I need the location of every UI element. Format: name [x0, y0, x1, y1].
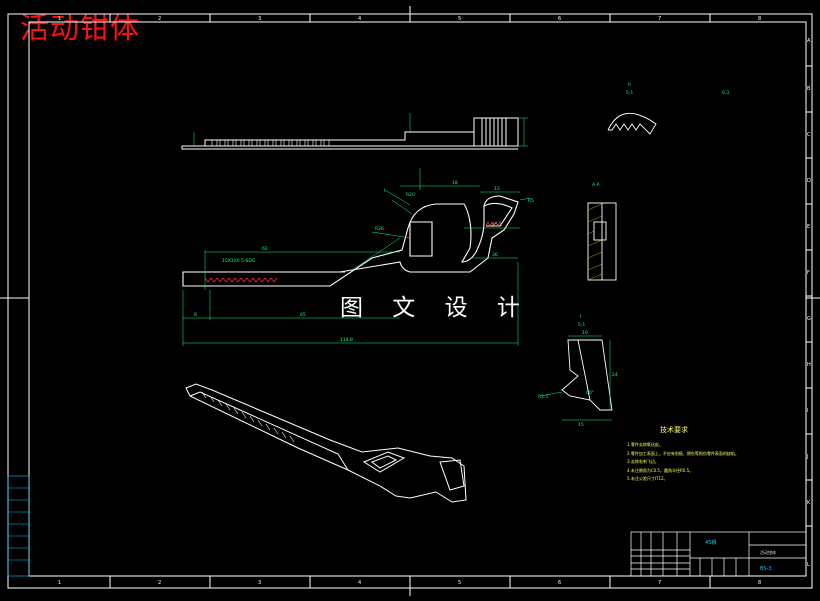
- outer-frame: [7, 13, 813, 589]
- col-label: 1: [58, 16, 61, 22]
- col-label: 4: [358, 580, 361, 586]
- isometric-rack: [201, 391, 295, 443]
- col-label: 8: [758, 580, 761, 586]
- col-label: 2: [158, 16, 161, 22]
- front-view-teeth: [204, 221, 503, 283]
- border-labels: 1 2 3 4 5 6 7 8 1 2 3 4 5 6 7 8 A B C D …: [58, 16, 811, 586]
- drawing-title: 活动钳体: [20, 11, 141, 45]
- requirement-item: 1.零件去除氧化皮。: [627, 442, 663, 447]
- dim-text: R2.5: [538, 394, 548, 400]
- row-label: H: [807, 362, 811, 368]
- dim-text: 18: [452, 180, 458, 186]
- dim-text: R20: [406, 192, 415, 198]
- top-view-dims: [193, 113, 528, 147]
- top-view: [181, 117, 519, 150]
- dim-text: 13: [494, 186, 500, 192]
- dim-text: 10: [582, 330, 588, 336]
- dim-text: 24: [612, 372, 618, 378]
- scale-label: 5:1: [578, 322, 585, 328]
- col-label: 3: [258, 16, 261, 22]
- col-label: 4: [358, 16, 361, 22]
- detail-label: I: [384, 188, 385, 194]
- detail-view-i: [561, 339, 613, 411]
- row-label: G: [807, 316, 811, 322]
- row-label: D: [807, 178, 811, 184]
- dim-text: 114.8: [340, 337, 353, 343]
- row-label: B: [807, 86, 811, 92]
- row-label: K: [807, 500, 811, 506]
- front-view-dims: [182, 168, 531, 346]
- dim-text: 15: [578, 422, 584, 428]
- dim-text: 15X1X0.5-6DG: [222, 258, 256, 264]
- col-label: 5: [458, 580, 461, 586]
- dim-text: 60°: [586, 390, 594, 396]
- section-label: A-A: [592, 182, 601, 188]
- title-block: [630, 531, 807, 577]
- requirement-item: 3.去除毛刺飞边。: [627, 459, 659, 465]
- front-view: [182, 195, 519, 287]
- column-ticks: [109, 14, 711, 588]
- col-label: 1: [58, 580, 61, 586]
- section-hatch: [587, 203, 603, 281]
- row-label: E: [807, 224, 810, 230]
- top-view-rack: [211, 139, 330, 147]
- requirement-item: 5.未注公差尺寸IT12。: [627, 476, 668, 482]
- col-label: 6: [558, 580, 561, 586]
- row-label: A: [807, 38, 811, 44]
- row-ticks: [806, 65, 812, 527]
- col-label: 8: [758, 16, 761, 22]
- scale-label: 5:1: [626, 90, 633, 96]
- dim-text: 8: [194, 312, 197, 318]
- title-block-code: BS-3: [760, 566, 772, 572]
- col-label: 2: [158, 580, 161, 586]
- tech-requirements-list: 1.零件去除氧化皮。 2.零件加工表面上，不应有划痕、擦伤等损伤零件表面的缺陷。…: [627, 441, 739, 484]
- dim-text: 62: [262, 246, 268, 252]
- title-block-material: 45钢: [705, 540, 717, 546]
- dim-text: R26: [375, 226, 384, 232]
- detail-label: II: [628, 82, 631, 88]
- dim-text: 45: [492, 222, 498, 228]
- left-stamp-table: [7, 475, 30, 577]
- row-label: L: [807, 562, 810, 568]
- requirement-item: 2.零件加工表面上，不应有划痕、擦伤等损伤零件表面的缺陷。: [627, 450, 739, 456]
- col-label: 3: [258, 580, 261, 586]
- col-label: 7: [658, 580, 661, 586]
- roughness-text: 6.3: [722, 90, 729, 96]
- requirement-item: 4.未注倒角为C0.5，圆角半径R0.5。: [627, 467, 694, 473]
- col-label: 7: [658, 16, 661, 22]
- tech-requirements-title: 技术要求: [660, 426, 688, 434]
- detail-label: I: [580, 314, 581, 320]
- dim-text: 65: [300, 312, 306, 318]
- row-label: F: [807, 270, 810, 276]
- isometric-view: [185, 383, 467, 503]
- watermark-text: 图 文 设 计: [340, 295, 531, 321]
- title-block-part-name: 活动钳体: [760, 550, 776, 555]
- dim-text: R5: [528, 198, 534, 204]
- detail-i-dims: [539, 335, 612, 421]
- row-label: I: [807, 408, 808, 414]
- row-label: J: [806, 454, 808, 460]
- dimension-labels: 114.8 62 65 8 18 13 45 36 R20 R26 R5 15X…: [194, 82, 729, 428]
- dim-text: 36: [492, 252, 498, 258]
- row-label: C: [807, 132, 811, 138]
- col-label: 6: [558, 16, 561, 22]
- detail-view-ii: [607, 112, 657, 135]
- inner-frame: [28, 21, 807, 577]
- col-label: 5: [458, 16, 461, 22]
